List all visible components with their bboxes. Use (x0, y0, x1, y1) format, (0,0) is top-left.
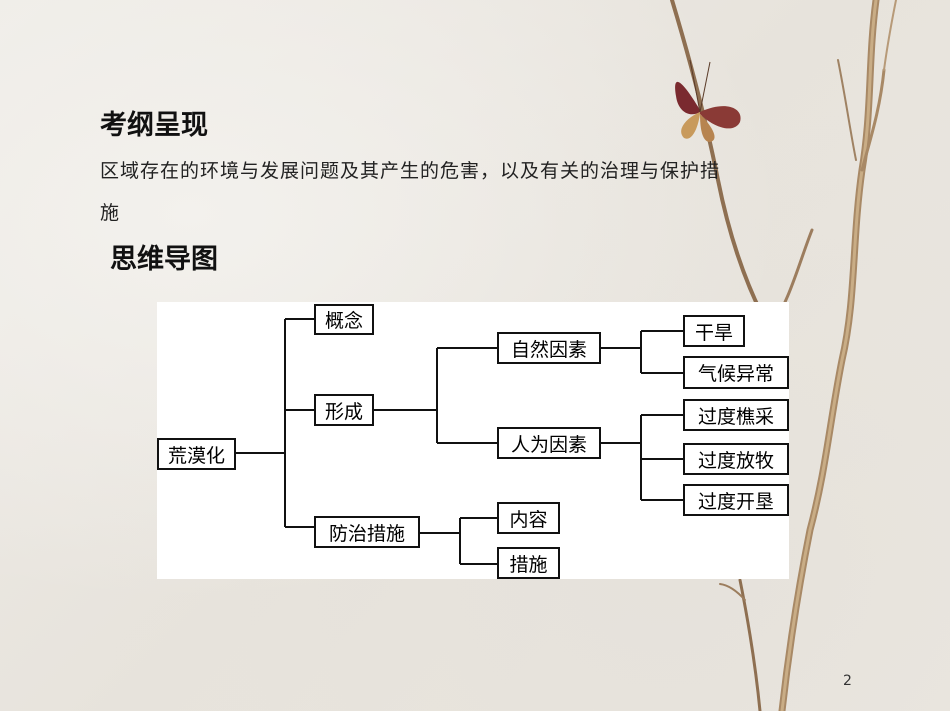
node-concept: 概念 (314, 304, 374, 335)
node-overcultivation: 过度开垦 (683, 484, 789, 516)
syllabus-text-line1: 区域存在的环境与发展问题及其产生的危害，以及有关的治理与保护措 (100, 160, 721, 182)
node-content: 内容 (497, 502, 560, 534)
page-number: 2 (843, 673, 852, 689)
node-root: 荒漠化 (157, 438, 236, 470)
node-overcutting: 过度樵采 (683, 399, 789, 431)
node-prevention: 防治措施 (314, 516, 420, 548)
mindmap-diagram: 荒漠化 概念 形成 防治措施 自然因素 人为因素 干旱 气候异常 过度樵采 过度… (157, 302, 789, 579)
node-natural-factors: 自然因素 (497, 332, 601, 364)
butterfly-icon (675, 59, 741, 142)
node-formation: 形成 (314, 394, 374, 426)
node-measures: 措施 (497, 547, 560, 579)
syllabus-text-line2: 施 (100, 202, 121, 224)
mindmap-connectors (236, 318, 683, 565)
section-title-syllabus: 考纲呈现 (100, 110, 208, 141)
node-human-factors: 人为因素 (497, 427, 601, 459)
section-title-mindmap: 思维导图 (110, 244, 218, 275)
node-drought: 干旱 (683, 315, 745, 347)
node-overgrazing: 过度放牧 (683, 443, 789, 475)
node-climate-anomaly: 气候异常 (683, 356, 789, 389)
